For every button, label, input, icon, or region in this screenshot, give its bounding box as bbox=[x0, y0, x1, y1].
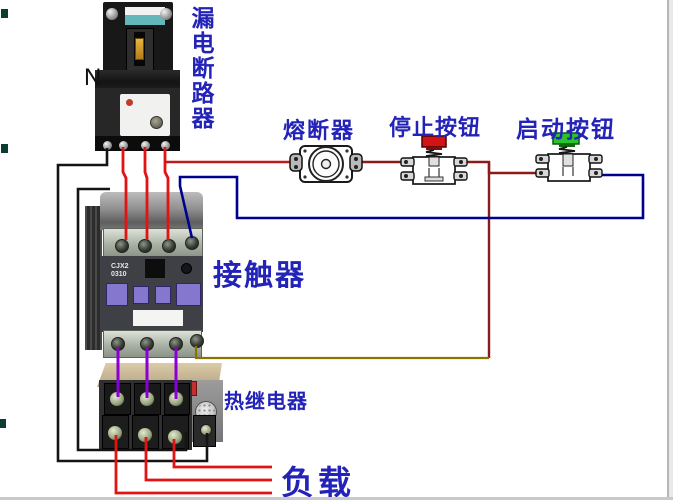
wire-neutral-black bbox=[56, 148, 209, 463]
breaker-label-char-1: 漏 bbox=[191, 5, 215, 31]
right-edge-fill bbox=[669, 0, 673, 500]
start-button-drawing bbox=[535, 132, 603, 182]
fuse-clamp-bolt-l2 bbox=[294, 165, 298, 169]
wire-phase-l2-red bbox=[143, 147, 149, 240]
start-button-spring bbox=[558, 146, 576, 155]
stop-terminal-screw-bl bbox=[404, 174, 408, 178]
start-terminal-screw-br bbox=[594, 171, 598, 175]
edge-marker-3 bbox=[0, 419, 6, 428]
fuse-clamp-bolt-r2 bbox=[354, 165, 358, 169]
start-terminal-screw-tl bbox=[539, 157, 543, 161]
fuse-label: 熔断器 bbox=[283, 118, 356, 143]
fuse-cap-center bbox=[320, 158, 332, 170]
wire-phase-l1-red bbox=[121, 147, 128, 240]
stop-button-spring bbox=[425, 149, 443, 158]
stop-button-plunger bbox=[428, 156, 440, 167]
fuse-corner-screw-tl bbox=[303, 149, 307, 153]
fuse-clamp-right bbox=[349, 153, 363, 172]
wire-load-2-red bbox=[144, 437, 272, 482]
fuse-drawing bbox=[289, 145, 363, 183]
breaker-label-char-5: 器 bbox=[191, 105, 215, 131]
fuse-corner-screw-bl bbox=[303, 175, 307, 179]
bottom-edge-line bbox=[0, 497, 673, 500]
start-button-cap-base bbox=[559, 144, 575, 147]
start-terminal-screw-bl bbox=[539, 171, 543, 175]
start-terminal-screw-tr bbox=[594, 157, 598, 161]
stop-button-drawing bbox=[400, 135, 468, 185]
fuse-corner-screw-br bbox=[345, 175, 349, 179]
breaker-label-char-4: 路 bbox=[191, 80, 215, 106]
fuse-cap-inner bbox=[312, 150, 340, 178]
stop-terminal-screw-tr bbox=[459, 160, 463, 164]
stop-button-label: 停止按钮 bbox=[389, 115, 482, 140]
edge-marker-2 bbox=[1, 144, 8, 153]
start-button-plunger bbox=[562, 153, 574, 167]
fuse-clamp-bolt-r1 bbox=[354, 157, 358, 161]
contactor-label: 接触器 bbox=[213, 260, 307, 292]
breaker-label-char-2: 电 bbox=[191, 30, 215, 56]
thermal-relay-label: 热继电器 bbox=[224, 391, 308, 413]
stop-button-cap-base bbox=[426, 147, 442, 150]
stop-terminal-screw-tl bbox=[404, 160, 408, 164]
wire-load-3-red bbox=[172, 439, 272, 469]
fuse-clamp-left bbox=[289, 153, 303, 172]
wire-sealin-olive bbox=[194, 346, 489, 360]
wire-load-1-red bbox=[114, 435, 272, 495]
breaker-label: 漏 电 断 路 器 bbox=[189, 6, 217, 131]
fuse-clamp-bolt-l1 bbox=[294, 157, 298, 161]
right-edge-line bbox=[667, 0, 669, 500]
breaker-label-char-3: 断 bbox=[191, 55, 215, 81]
edge-marker-1 bbox=[1, 9, 8, 18]
stop-terminal-screw-br bbox=[459, 174, 463, 178]
stop-button-bridge bbox=[424, 176, 444, 182]
load-label: 负载 bbox=[281, 464, 355, 500]
wire-coil-blue bbox=[178, 173, 645, 239]
start-button-label: 启动按钮 bbox=[516, 116, 616, 142]
neutral-label: N bbox=[84, 64, 102, 91]
fuse-corner-screw-tr bbox=[345, 149, 349, 153]
wire-control-black bbox=[76, 187, 188, 452]
